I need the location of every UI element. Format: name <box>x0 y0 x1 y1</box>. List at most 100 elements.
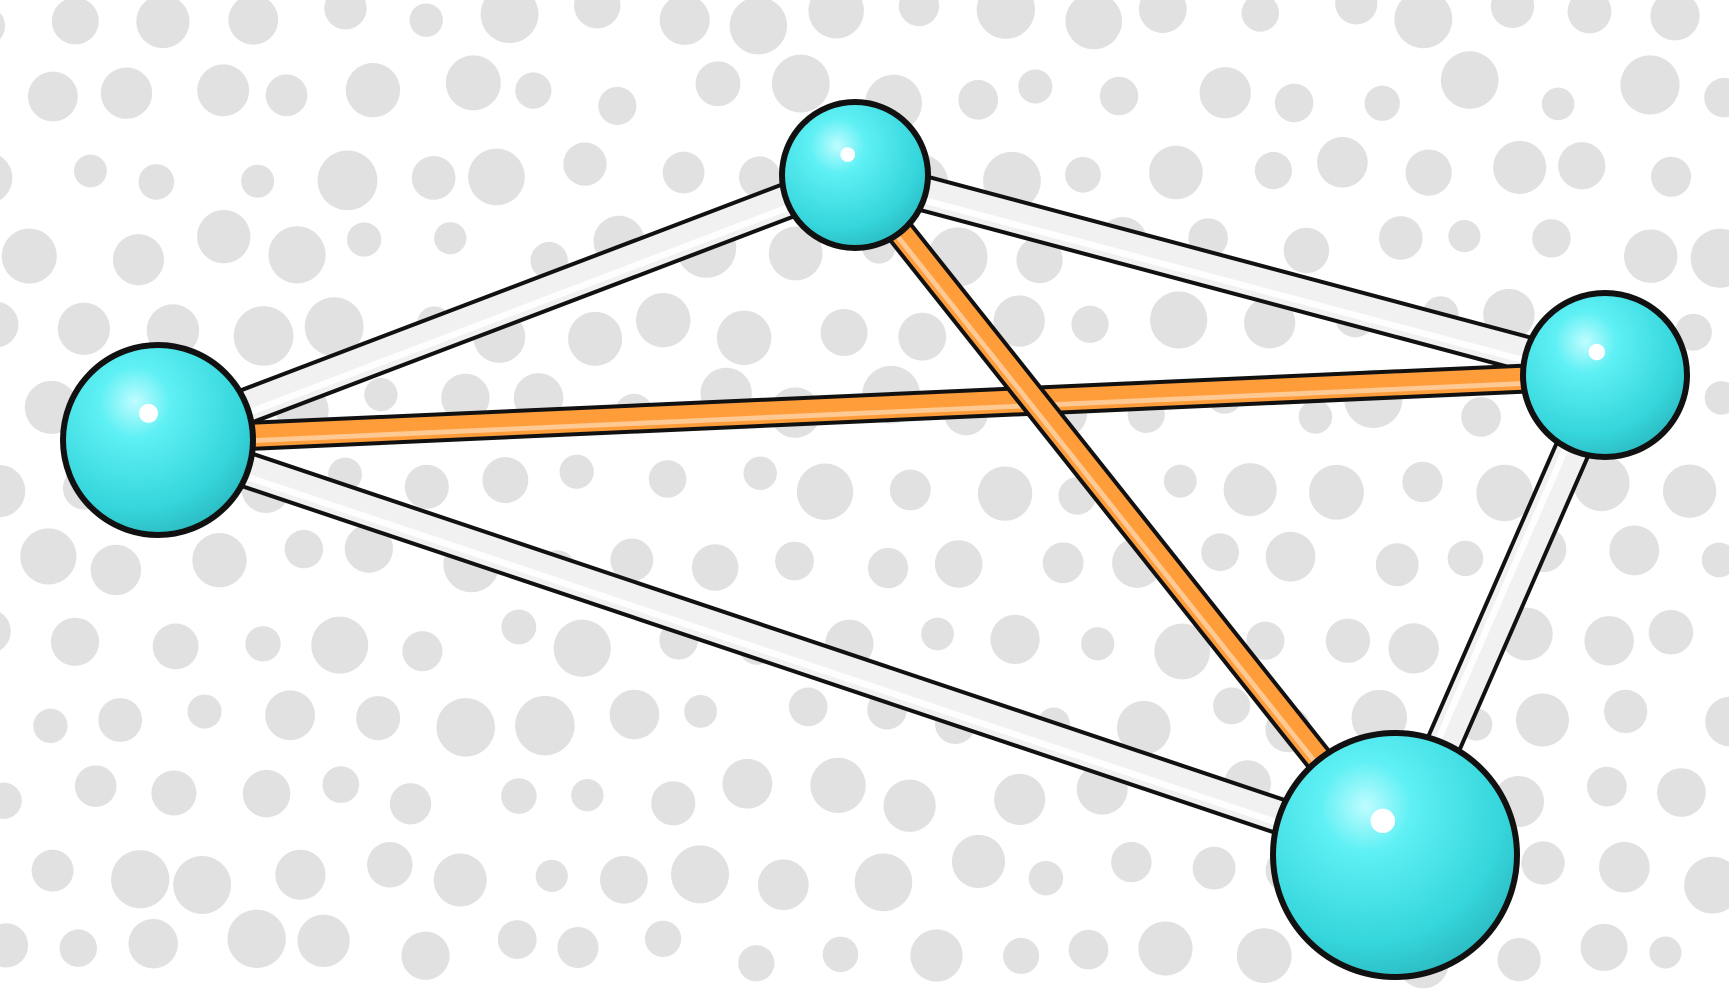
edge-body <box>846 168 1404 862</box>
background-dot <box>644 920 682 958</box>
background-dot <box>501 778 537 814</box>
node-left <box>60 342 256 538</box>
background-dot <box>1440 51 1499 109</box>
background-dot <box>138 164 175 200</box>
background-dot <box>317 150 378 211</box>
background-dot <box>112 234 164 286</box>
background-dot <box>192 533 247 588</box>
background-dot <box>609 689 660 740</box>
edge-left-top <box>151 157 862 458</box>
background-dot <box>304 297 364 357</box>
background-dot <box>738 945 775 982</box>
background-dot <box>574 0 621 29</box>
background-dot <box>691 544 739 591</box>
background-dot <box>1405 149 1452 196</box>
background-dot <box>111 850 170 909</box>
background-dot <box>51 0 99 45</box>
background-dot <box>684 695 717 728</box>
background-dot <box>311 616 369 674</box>
background-dot <box>1065 156 1101 193</box>
node-specular <box>1588 343 1606 361</box>
edge-body <box>152 160 861 455</box>
background-dot <box>228 0 279 45</box>
background-dot <box>722 758 773 809</box>
background-dot <box>636 293 691 348</box>
background-dot <box>1364 85 1400 121</box>
background-dot <box>1599 841 1650 893</box>
background-dot <box>1016 236 1063 284</box>
background-dot <box>659 0 710 45</box>
background-dot <box>434 222 467 255</box>
background-dot <box>867 547 909 589</box>
background-dot <box>1515 693 1569 747</box>
background-dot <box>98 698 143 742</box>
background-dot <box>610 538 654 582</box>
edge-body <box>851 160 1609 390</box>
background-dot <box>0 302 19 348</box>
edge-body <box>157 364 1606 451</box>
background-dot <box>951 834 1006 888</box>
background-dot <box>1335 0 1378 25</box>
background-dot <box>1192 846 1236 890</box>
background-dot <box>197 64 250 117</box>
background-dot <box>0 612 11 651</box>
background-dot <box>1246 621 1285 660</box>
background-dot <box>1254 151 1292 190</box>
background-dot <box>33 708 68 744</box>
background-dot <box>356 696 401 741</box>
background-dot <box>241 164 275 198</box>
background-dot <box>571 779 604 812</box>
background-dot <box>227 909 286 968</box>
background-dot <box>1163 464 1197 498</box>
background-dot <box>910 929 963 982</box>
background-dot <box>1325 618 1371 663</box>
background-dot <box>1662 464 1717 518</box>
background-dot <box>563 142 607 186</box>
background-dot <box>268 226 326 284</box>
background-dot <box>275 849 326 900</box>
background-dot <box>441 373 490 422</box>
background-dot <box>1586 766 1627 807</box>
background-dot <box>1388 623 1439 674</box>
background-dot <box>671 845 729 904</box>
background-dot <box>1651 156 1692 197</box>
background-dot <box>1624 229 1678 283</box>
background-dot <box>1111 841 1152 883</box>
background-dot <box>389 783 432 825</box>
background-dot <box>1265 531 1316 582</box>
background-dot <box>1573 454 1630 512</box>
background-dot <box>482 457 529 503</box>
background-dot <box>1028 860 1064 896</box>
background-dot <box>889 469 931 511</box>
background-dot <box>322 766 360 804</box>
background-dot <box>1199 67 1251 119</box>
background-dot <box>57 302 110 355</box>
edge-shine <box>158 377 1606 448</box>
background-dot <box>433 853 487 907</box>
background-dot <box>1068 929 1109 970</box>
background-dot <box>1213 687 1251 725</box>
background-dot <box>598 86 637 125</box>
node-bottom <box>1270 730 1520 980</box>
background-dot <box>553 619 611 677</box>
background-dot <box>743 456 777 490</box>
background-dot <box>151 770 197 816</box>
background-dot <box>1674 313 1712 351</box>
background-dot <box>1274 83 1314 123</box>
background-dot <box>1447 540 1484 577</box>
background-dot <box>445 55 501 111</box>
background-dot <box>436 698 495 757</box>
background-dot <box>1684 856 1729 914</box>
background-dot <box>958 79 999 120</box>
background-dot <box>265 74 308 117</box>
background-dot <box>993 295 1045 347</box>
background-dot <box>128 918 178 969</box>
node-specular <box>1370 808 1396 834</box>
background-dot <box>90 544 142 596</box>
background-dot <box>1603 689 1648 734</box>
background-dot <box>1558 142 1606 190</box>
background-dot <box>409 3 443 37</box>
background-dot <box>0 923 29 968</box>
background-dot <box>31 849 74 892</box>
